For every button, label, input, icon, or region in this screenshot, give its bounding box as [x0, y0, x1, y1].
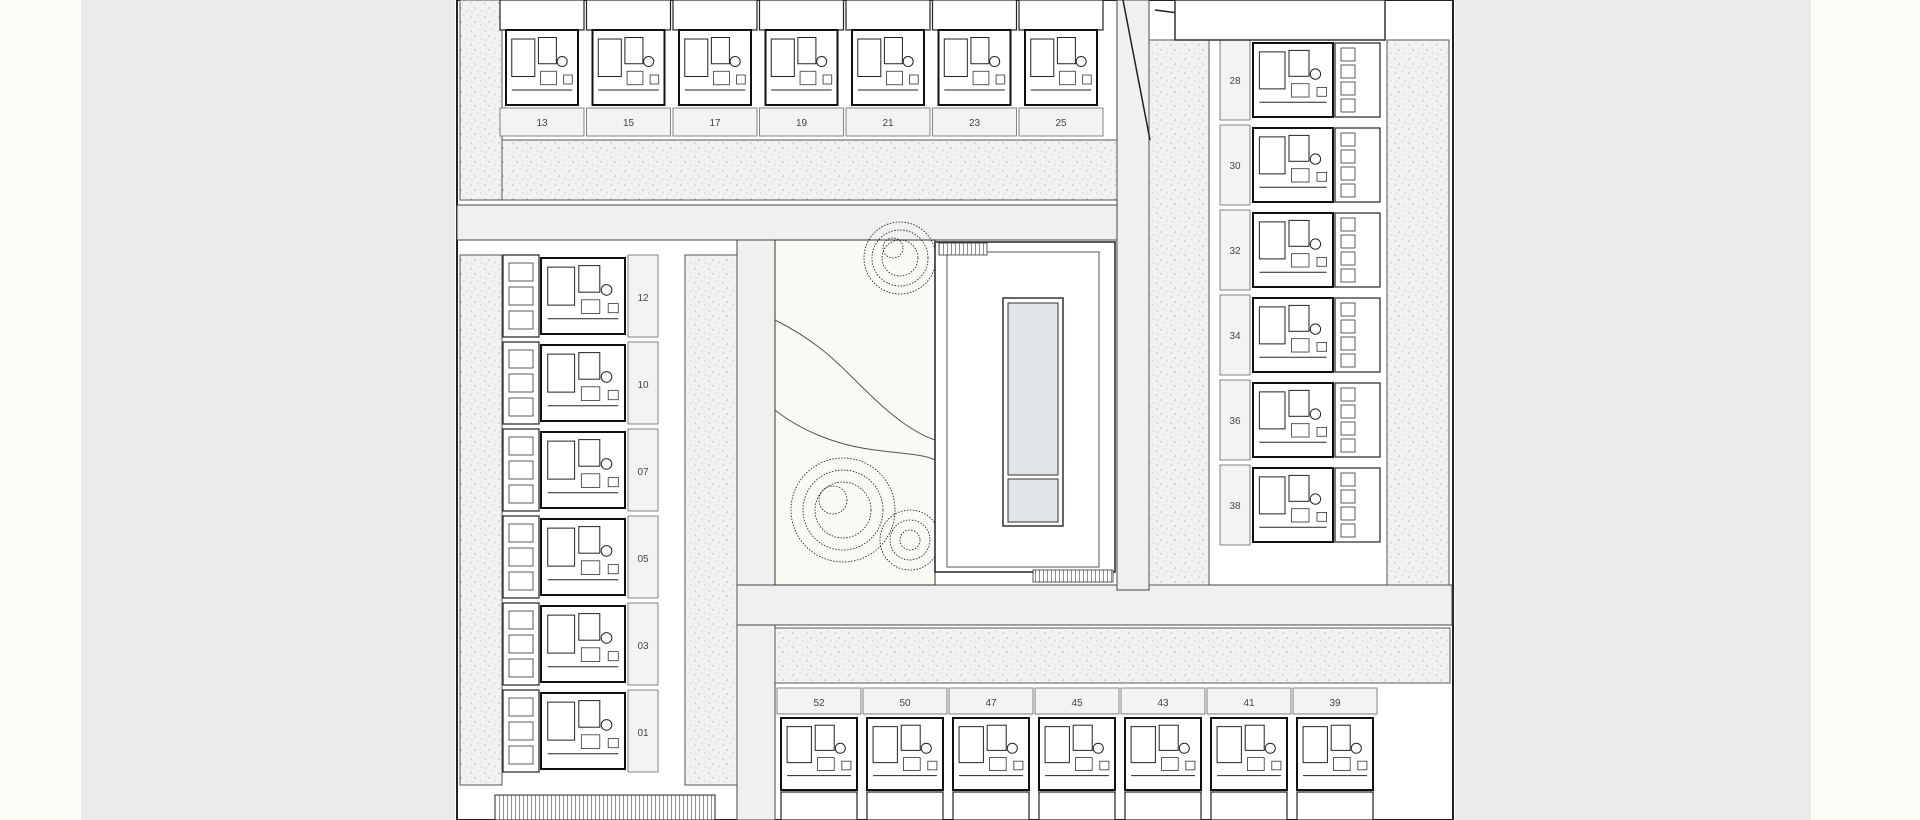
dwelling-unit-15: 15	[585, 0, 672, 137]
dwelling-unit-07: 07	[502, 428, 659, 512]
unit-number: 38	[1229, 501, 1241, 512]
unit-number: 52	[813, 698, 825, 709]
unit-number: 30	[1229, 161, 1241, 172]
entry-stair	[494, 794, 716, 820]
unit-number: 34	[1229, 331, 1241, 342]
unit-number: 39	[1329, 698, 1341, 709]
planting-areas	[459, 0, 1451, 786]
unit-number: 07	[637, 467, 649, 478]
unit-row-top: 13 15 17 19 21 23 25	[499, 0, 1104, 137]
dwelling-unit-50: 50	[862, 687, 948, 820]
unit-number: 05	[637, 554, 649, 565]
unit-number: 28	[1229, 76, 1241, 87]
unit-number: 19	[796, 118, 808, 129]
dwelling-unit-03: 03	[502, 602, 659, 686]
unit-column-left: 12 10 07 05 03 01	[502, 254, 659, 773]
unit-number: 45	[1071, 698, 1083, 709]
dwelling-unit-13: 13	[499, 0, 585, 137]
dwelling-unit-01: 01	[502, 689, 659, 773]
dwelling-unit-34: 34	[1219, 294, 1381, 376]
courtyard-garden	[774, 239, 936, 586]
dwelling-unit-25: 25	[1018, 0, 1104, 137]
dwelling-unit-23: 23	[931, 0, 1018, 137]
dwelling-unit-12: 12	[502, 254, 659, 338]
dwelling-unit-19: 19	[758, 0, 845, 137]
unit-number: 01	[637, 728, 649, 739]
unit-number: 50	[899, 698, 911, 709]
dwelling-unit-05: 05	[502, 515, 659, 599]
unit-number: 21	[882, 118, 894, 129]
pool-area	[934, 241, 1116, 583]
unit-number: 41	[1243, 698, 1255, 709]
dwelling-unit-32: 32	[1219, 209, 1381, 291]
unit-number: 03	[637, 641, 649, 652]
unit-number: 32	[1229, 246, 1241, 257]
walkways	[456, 0, 1453, 820]
unit-column-right: 28 30 32 34 36 38	[1219, 39, 1381, 546]
unit-number: 12	[637, 293, 649, 304]
unit-number: 36	[1229, 416, 1241, 427]
unit-number: 23	[969, 118, 981, 129]
dwelling-unit-21: 21	[845, 0, 931, 137]
unit-number: 17	[709, 118, 721, 129]
unit-number: 13	[536, 118, 548, 129]
dwelling-unit-17: 17	[672, 0, 758, 137]
dwelling-unit-45: 45	[1034, 687, 1120, 820]
site-boundary	[456, 0, 1454, 820]
unit-number: 10	[637, 380, 649, 391]
access-ramp	[1122, 0, 1386, 141]
site-plan-svg: 13 15 17 19 21 23 25 28 30 32 34 36 38 12 10 07 05 03 01…	[456, 0, 1454, 820]
dwelling-unit-30: 30	[1219, 124, 1381, 206]
unit-number: 15	[623, 118, 635, 129]
unit-row-bottom: 52 50 47 45 43 41 39	[776, 687, 1378, 820]
unit-number: 43	[1157, 698, 1169, 709]
dwelling-unit-38: 38	[1219, 464, 1381, 546]
dwelling-unit-47: 47	[948, 687, 1034, 820]
dwelling-unit-39: 39	[1292, 687, 1378, 820]
dwelling-unit-10: 10	[502, 341, 659, 425]
site-plan-drawing: 13 15 17 19 21 23 25 28 30 32 34 36 38 12 10 07 05 03 01…	[455, 0, 1455, 820]
unit-number: 25	[1055, 118, 1067, 129]
dwelling-unit-43: 43	[1120, 687, 1206, 820]
dwelling-unit-28: 28	[1219, 39, 1381, 121]
unit-number: 47	[985, 698, 997, 709]
dwelling-unit-52: 52	[776, 687, 862, 820]
dwelling-unit-36: 36	[1219, 379, 1381, 461]
dwelling-unit-41: 41	[1206, 687, 1292, 820]
